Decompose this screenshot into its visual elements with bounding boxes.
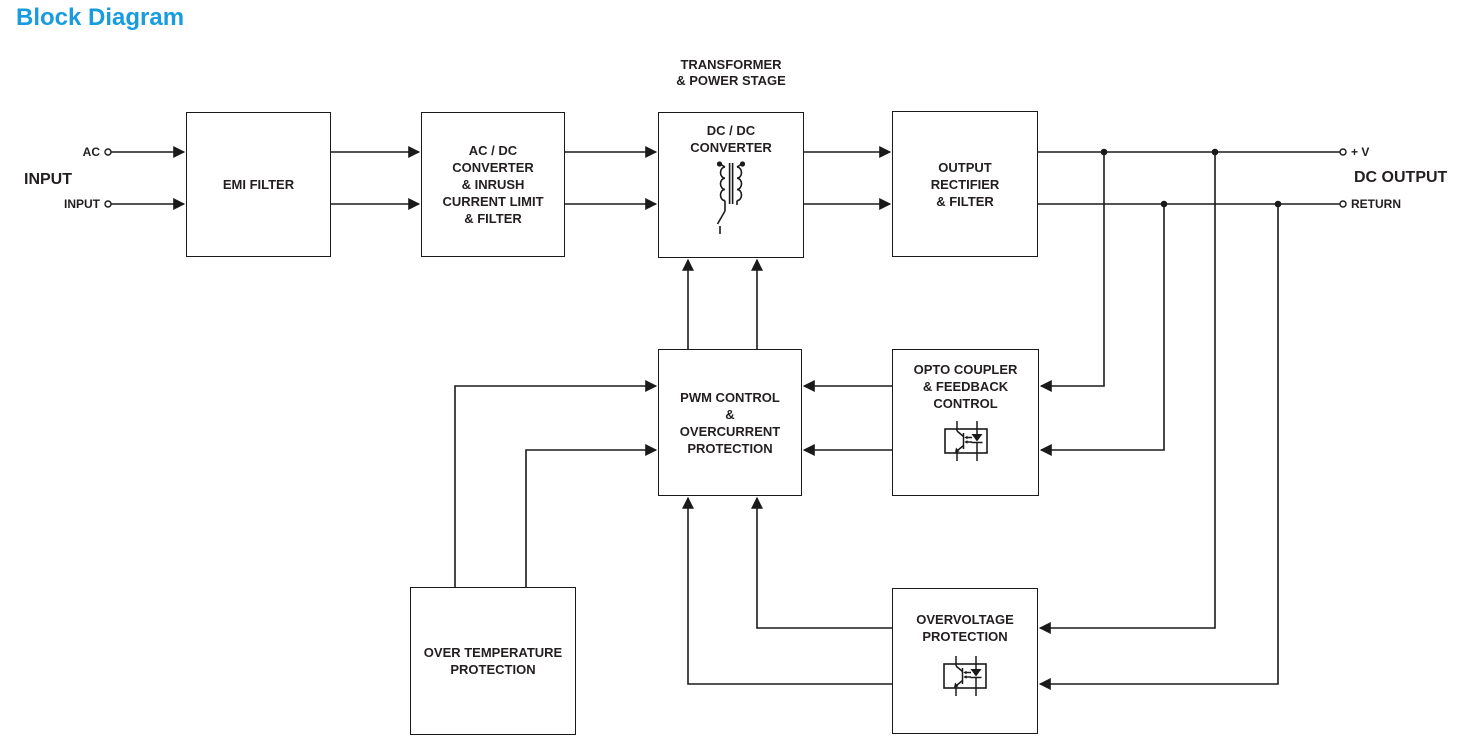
block-dcdc-converter: DC / DC CONVERTER — [658, 112, 804, 258]
block-label-line: RECTIFIER — [930, 176, 1000, 192]
block-acdc-converter: AC / DC CONVERTER & INRUSH CURRENT LIMIT… — [421, 112, 565, 257]
optocoupler-icon — [943, 421, 988, 461]
block-label-line: PWM CONTROL — [680, 389, 780, 405]
block-label-line: CURRENT LIMIT — [442, 194, 544, 209]
block-label-line: DC / DC — [706, 123, 756, 138]
junction-dots — [1100, 148, 1282, 208]
transformer-icon — [716, 161, 746, 234]
terminal-label-return: RETURN — [1351, 197, 1401, 211]
block-label-line: OVER TEMPERATURE — [423, 645, 563, 660]
block-label-line: CONTROL — [933, 396, 998, 411]
transformer-stage-annotation: TRANSFORMER & POWER STAGE — [651, 57, 811, 89]
block-label-line: OVERVOLTAGE — [916, 612, 1014, 627]
page-title: Block Diagram — [16, 4, 185, 31]
wires — [111, 146, 1340, 690]
optocoupler-icon — [943, 656, 987, 696]
input-group-label: INPUT — [24, 171, 72, 188]
block-label-line: OVERCURRENT — [679, 423, 781, 439]
terminal-circles — [104, 148, 1347, 208]
terminal-label-plus-v: + V — [1351, 145, 1370, 159]
block-label-line: & — [725, 406, 735, 422]
block-label-line: OPTO COUPLER — [913, 362, 1018, 377]
block-label-line: PROTECTION — [922, 629, 1008, 644]
block-overvoltage-protection: OVERVOLTAGE PROTECTION — [892, 588, 1038, 734]
block-opto-coupler: OPTO COUPLER & FEEDBACK CONTROL — [892, 349, 1039, 496]
terminal-label-input: INPUT — [64, 197, 100, 211]
block-label-line: CONVERTER — [690, 140, 772, 155]
block-label-line: & FEEDBACK — [922, 379, 1009, 394]
block-label-line: PROTECTION — [450, 662, 536, 677]
block-label-line: & FILTER — [936, 193, 994, 209]
block-label-line: & FILTER — [464, 211, 522, 226]
block-label-line: PROTECTION — [687, 440, 773, 456]
output-group-label: DC OUTPUT — [1354, 169, 1448, 186]
block-label-line: & INRUSH — [461, 177, 525, 192]
block-over-temperature: OVER TEMPERATURE PROTECTION — [410, 587, 576, 735]
block-label-line: OUTPUT — [938, 159, 992, 175]
annotation-line: TRANSFORMER — [680, 57, 782, 72]
annotation-line: & POWER STAGE — [676, 73, 786, 88]
block-label-line: CONVERTER — [452, 160, 534, 175]
terminal-label-ac: AC — [82, 145, 100, 159]
block-pwm-control: PWM CONTROL & OVERCURRENT PROTECTION — [658, 349, 802, 496]
block-label-line: EMI FILTER — [222, 177, 295, 192]
block-label-line: AC / DC — [468, 143, 518, 158]
block-emi-filter: EMI FILTER — [186, 112, 331, 257]
block-output-rectifier: OUTPUT RECTIFIER & FILTER — [892, 111, 1038, 257]
